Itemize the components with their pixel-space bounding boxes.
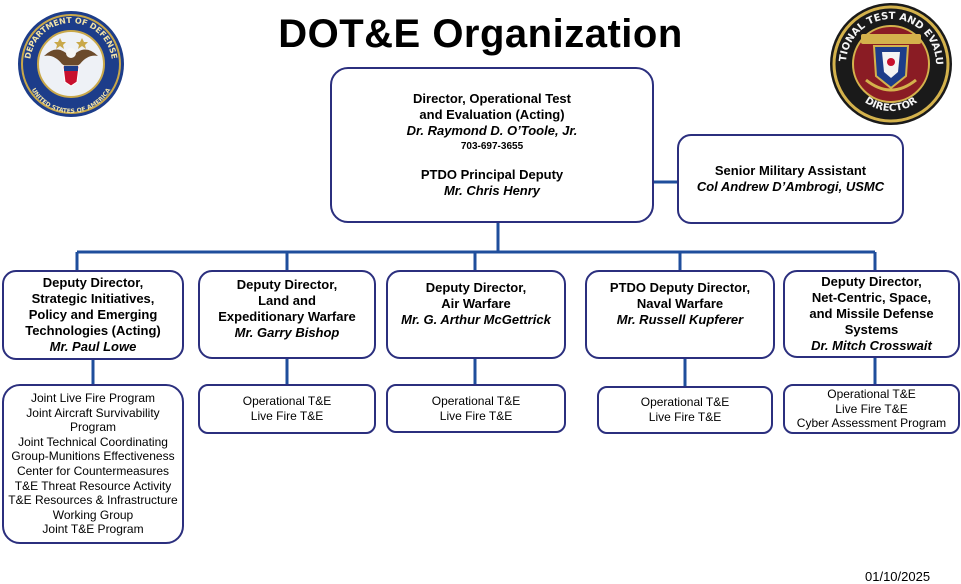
programs-box-naval-warfare: Operational T&E Live Fire T&E xyxy=(597,386,773,434)
program-item: T&E Resources & Infrastructure xyxy=(8,493,178,508)
assistant-name: Col Andrew D’Ambrogi, USMC xyxy=(696,179,885,194)
principal-deputy-name: Mr. Chris Henry xyxy=(443,183,541,198)
deputy-title-line: Technologies (Acting) xyxy=(25,323,161,338)
program-item: Live Fire T&E xyxy=(439,408,513,423)
deputy-box-net-centric-space-missile: Deputy Director, Net-Centric, Space, and… xyxy=(783,270,960,358)
senior-military-assistant-box: Senior Military Assistant Col Andrew D’A… xyxy=(677,134,904,224)
programs-box-land-expeditionary: Operational T&E Live Fire T&E xyxy=(198,384,376,434)
deputy-title-line: Naval Warfare xyxy=(636,295,724,311)
page-title: DOT&E Organization xyxy=(278,12,683,56)
programs-box-air-warfare: Operational T&E Live Fire T&E xyxy=(386,384,566,433)
program-item: Joint Technical Coordinating xyxy=(18,434,168,449)
program-item: Joint Aircraft Survivability xyxy=(26,405,160,420)
director-phone: 703-697-3655 xyxy=(460,141,524,152)
program-item: Live Fire T&E xyxy=(835,401,908,416)
deputy-title-line: Air Warfare xyxy=(441,295,511,311)
program-item: Center for Countermeasures xyxy=(16,464,170,478)
deputy-name: Mr. Russell Kupferer xyxy=(616,311,744,327)
deputy-title-line: Deputy Director, xyxy=(425,279,527,295)
deputy-title-line: Systems xyxy=(844,322,899,337)
deputy-box-strategic-initiatives: Deputy Director, Strategic Initiatives, … xyxy=(2,270,184,360)
deputy-title-line: Expeditionary Warfare xyxy=(218,308,356,324)
programs-box-strategic-initiatives: Joint Live Fire Program Joint Aircraft S… xyxy=(2,384,184,544)
director-title-line2: and Evaluation (Acting) xyxy=(419,107,565,122)
deputy-title-line: Policy and Emerging xyxy=(28,307,158,322)
deputy-name: Mr. Garry Bishop xyxy=(234,324,340,340)
deputy-box-air-warfare: Deputy Director, Air Warfare Mr. G. Arth… xyxy=(386,270,566,359)
program-item: T&E Threat Resource Activity xyxy=(14,478,172,493)
program-item: Group-Munitions Effectiveness xyxy=(11,449,175,464)
deputy-title-line: Net-Centric, Space, xyxy=(811,290,932,305)
deputy-name: Dr. Mitch Crosswait xyxy=(811,338,932,353)
principal-deputy-title: PTDO Principal Deputy xyxy=(420,167,564,182)
department-of-defense-seal-icon: DEPARTMENT OF DEFENSE UNITED STATES OF A… xyxy=(18,11,124,117)
program-item: Program xyxy=(69,420,116,435)
program-item: Working Group xyxy=(52,507,134,522)
deputy-title-line: Land and xyxy=(258,292,316,308)
program-item: Joint Live Fire Program xyxy=(30,391,156,406)
deputy-name: Mr. G. Arthur McGettrick xyxy=(401,311,551,327)
program-item: Operational T&E xyxy=(827,387,916,402)
program-item: Cyber Assessment Program xyxy=(796,416,947,431)
date-stamp: 01/10/2025 xyxy=(865,569,931,584)
programs-box-net-centric-space-missile: Operational T&E Live Fire T&E Cyber Asse… xyxy=(783,384,960,434)
deputy-title-line: Deputy Director, xyxy=(236,276,338,292)
program-item: Operational T&E xyxy=(242,394,332,409)
program-item: Joint T&E Program xyxy=(42,522,144,537)
deputy-name: Mr. Paul Lowe xyxy=(49,339,137,354)
director-box: Director, Operational Test and Evaluatio… xyxy=(330,67,654,223)
deputy-title-line: Strategic Initiatives, xyxy=(31,291,155,306)
director-title-line1: Director, Operational Test xyxy=(413,91,571,106)
deputy-title-line: PTDO Deputy Director, xyxy=(609,279,751,295)
deputy-title-line: and Missile Defense xyxy=(809,306,934,321)
deputy-title-line: Deputy Director, xyxy=(821,274,922,289)
operational-test-and-evaluation-seal-icon: OPERATIONAL TEST AND EVALUATION DIRECTOR xyxy=(826,2,952,125)
director-name: Dr. Raymond D. O’Toole, Jr. xyxy=(406,123,578,138)
assistant-title: Senior Military Assistant xyxy=(714,163,867,178)
program-item: Live Fire T&E xyxy=(648,410,722,424)
deputy-box-land-expeditionary: Deputy Director, Land and Expeditionary … xyxy=(198,270,376,359)
deputy-box-naval-warfare: PTDO Deputy Director, Naval Warfare Mr. … xyxy=(585,270,775,359)
deputy-title-line: Deputy Director, xyxy=(42,275,144,290)
program-item: Operational T&E xyxy=(431,393,521,408)
program-item: Live Fire T&E xyxy=(250,409,324,423)
program-item: Operational T&E xyxy=(640,395,730,410)
